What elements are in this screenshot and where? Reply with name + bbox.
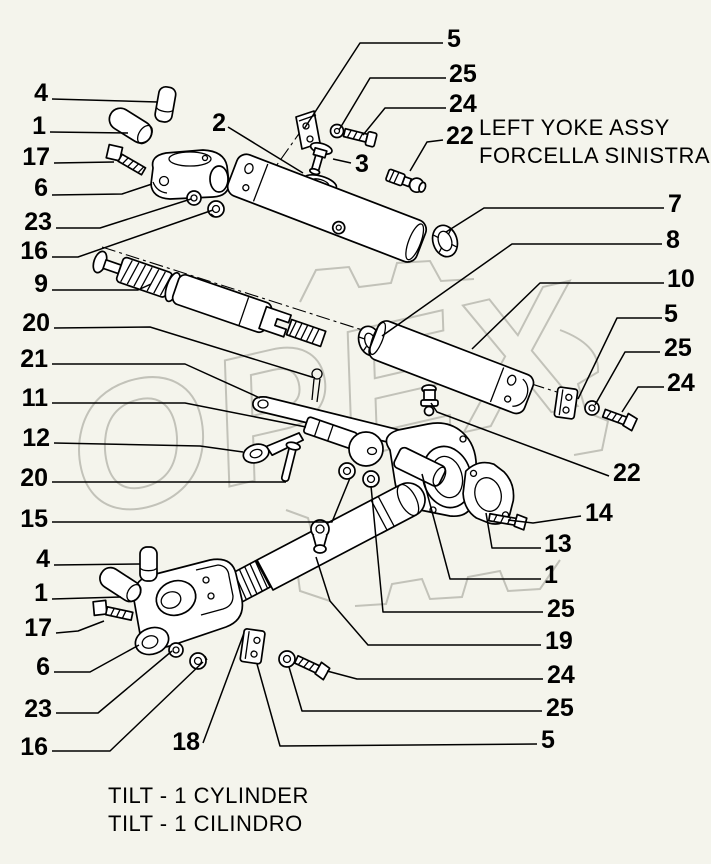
bolt-17-lower bbox=[92, 599, 134, 621]
cotter-pin-20 bbox=[311, 368, 323, 403]
lower-yoke-clevis bbox=[132, 558, 244, 656]
callout-1[interactable]: 1 bbox=[32, 112, 46, 140]
callout-14[interactable]: 14 bbox=[585, 499, 613, 527]
callout-24[interactable]: 24 bbox=[547, 661, 575, 689]
pin-upper bbox=[154, 85, 177, 123]
callout-9[interactable]: 9 bbox=[34, 270, 48, 298]
tube-eyelet bbox=[310, 519, 330, 554]
callout-20[interactable]: 20 bbox=[20, 464, 48, 492]
callout-10[interactable]: 10 bbox=[667, 265, 695, 293]
bushing-upper bbox=[108, 107, 153, 145]
lock-plate-5-mid bbox=[553, 386, 579, 420]
washer-23-lower bbox=[168, 642, 184, 658]
callout-25[interactable]: 25 bbox=[449, 60, 477, 88]
washer-25-bottom bbox=[278, 650, 296, 668]
piston-rod-assembly bbox=[92, 250, 327, 348]
pin-lower bbox=[139, 546, 158, 582]
callout-23[interactable]: 23 bbox=[24, 208, 52, 236]
eye-link-12 bbox=[242, 432, 305, 464]
washer-23-upper bbox=[186, 190, 202, 206]
lock-plate-5-bottom bbox=[239, 628, 266, 665]
upper-cylinder-barrel bbox=[226, 153, 428, 263]
callout-12[interactable]: 12 bbox=[22, 424, 50, 452]
callout-25[interactable]: 25 bbox=[546, 694, 574, 722]
nut-15 bbox=[338, 462, 356, 480]
nut-16-upper bbox=[207, 200, 225, 218]
callout-22[interactable]: 22 bbox=[613, 459, 641, 487]
ring-nut-8 bbox=[431, 224, 459, 258]
callout-21[interactable]: 21 bbox=[20, 345, 48, 373]
callout-23[interactable]: 23 bbox=[24, 695, 52, 723]
callout-16[interactable]: 16 bbox=[20, 237, 48, 265]
upper-clamp bbox=[150, 149, 230, 200]
flange-plate-13 bbox=[462, 461, 515, 525]
callout-15[interactable]: 15 bbox=[20, 505, 48, 533]
callout-11[interactable]: 11 bbox=[22, 384, 49, 412]
nut-16-lower bbox=[189, 652, 208, 670]
callout-3[interactable]: 3 bbox=[355, 150, 369, 178]
callout-2[interactable]: 2 bbox=[212, 109, 226, 137]
leader-lines-right bbox=[256, 207, 664, 747]
leader-lines-top bbox=[227, 42, 446, 174]
cylinder-tube-10 bbox=[368, 320, 535, 415]
callout-6[interactable]: 6 bbox=[34, 174, 48, 202]
callout-6[interactable]: 6 bbox=[36, 653, 50, 681]
callout-20[interactable]: 20 bbox=[22, 309, 50, 337]
assembly-name-en: LEFT YOKE ASSY bbox=[479, 115, 670, 140]
callout-17[interactable]: 17 bbox=[22, 143, 50, 171]
callout-18[interactable]: 18 bbox=[172, 728, 200, 756]
bolt-17-upper bbox=[105, 143, 147, 176]
callout-25[interactable]: 25 bbox=[547, 595, 575, 623]
callout-5[interactable]: 5 bbox=[664, 300, 678, 328]
callout-7[interactable]: 7 bbox=[668, 190, 682, 218]
callout-1[interactable]: 1 bbox=[544, 561, 558, 589]
callout-24[interactable]: 24 bbox=[449, 90, 477, 118]
callout-13[interactable]: 13 bbox=[544, 530, 572, 558]
callout-22[interactable]: 22 bbox=[446, 122, 474, 150]
grease-fitting-22-top bbox=[385, 168, 427, 194]
callout-4[interactable]: 4 bbox=[36, 545, 50, 573]
caption-it: TILT - 1 CILINDRO bbox=[108, 811, 303, 836]
callout-5[interactable]: 5 bbox=[447, 25, 461, 53]
callout-16[interactable]: 16 bbox=[20, 733, 48, 761]
bolt-24-top bbox=[342, 127, 378, 148]
lower-cylinder-assembly bbox=[132, 482, 426, 656]
callout-4[interactable]: 4 bbox=[34, 79, 48, 107]
caption-en: TILT - 1 CYLINDER bbox=[108, 783, 309, 808]
gear-outline-top bbox=[299, 259, 475, 303]
callout-25[interactable]: 25 bbox=[664, 334, 692, 362]
leader-lines-left bbox=[49, 98, 351, 752]
bolt-24-mid bbox=[601, 408, 638, 432]
callout-24[interactable]: 24 bbox=[667, 369, 695, 397]
grease-fitting-22-bottom bbox=[420, 384, 439, 417]
link-rod-11 bbox=[303, 416, 384, 467]
breather-plug-3 bbox=[308, 141, 333, 176]
assembly-name-it: FORCELLA SINISTRA bbox=[479, 143, 710, 168]
callout-1[interactable]: 1 bbox=[34, 579, 48, 607]
pin-20-lower bbox=[280, 441, 301, 483]
callout-19[interactable]: 19 bbox=[545, 627, 573, 655]
bolt-24-bottom bbox=[293, 654, 331, 681]
callout-5[interactable]: 5 bbox=[541, 726, 555, 754]
gear-outline-bottom bbox=[354, 559, 561, 607]
washer-25-link bbox=[362, 470, 380, 488]
callout-8[interactable]: 8 bbox=[666, 226, 680, 254]
callout-17[interactable]: 17 bbox=[24, 614, 52, 642]
bushing-lower bbox=[99, 566, 142, 603]
